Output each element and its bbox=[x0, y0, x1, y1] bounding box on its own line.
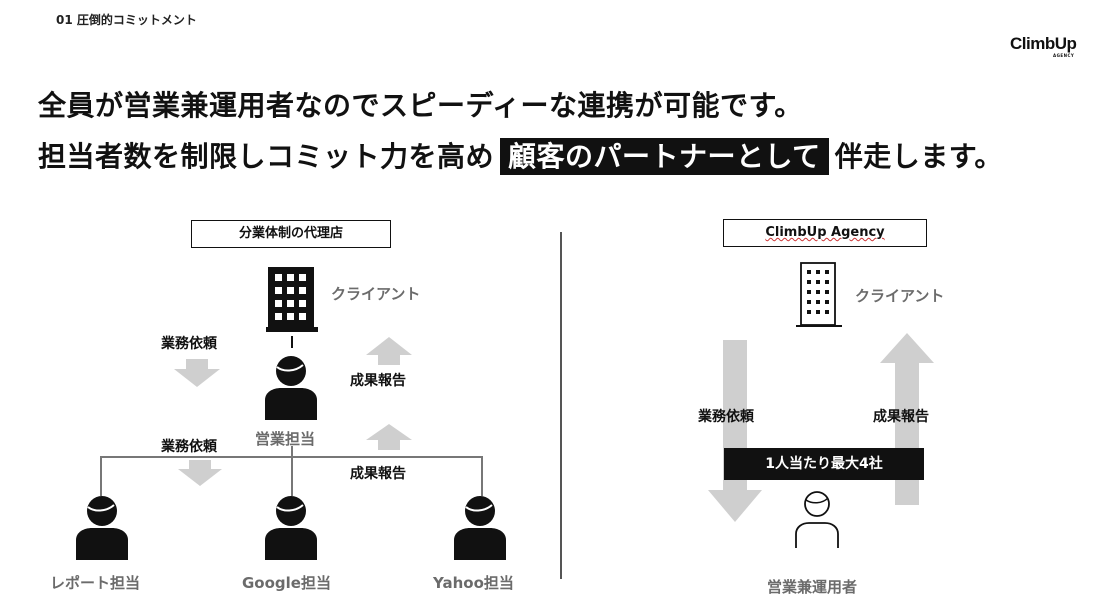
capacity-badge: 1人当たり最大4社 bbox=[724, 448, 924, 480]
headline-line-2-post: 伴走します。 bbox=[834, 140, 1003, 173]
right-request-label: 業務依頼 bbox=[698, 409, 754, 425]
logo-wordmark: ClimbUp bbox=[1010, 34, 1077, 53]
right-diagram-title: ClimbUp Agency bbox=[723, 219, 927, 247]
left-request-label-1: 業務依頼 bbox=[161, 336, 217, 352]
operator-label: 営業兼運用者 bbox=[767, 578, 858, 596]
left-client-label: クライアント bbox=[331, 285, 421, 303]
brand-logo: ClimbUp AGENCY bbox=[1010, 34, 1100, 62]
tree-leaf-line bbox=[100, 456, 102, 496]
arrow-down-icon bbox=[178, 460, 222, 486]
person-icon bbox=[76, 496, 128, 560]
headline-line-2-pre: 担当者数を制限しコミット力を高め bbox=[38, 140, 495, 173]
section-divider bbox=[560, 232, 562, 579]
arrow-down-icon bbox=[708, 340, 762, 522]
left-request-label-2: 業務依頼 bbox=[161, 439, 217, 455]
headline-line-1: 全員が営業兼運用者なのでスピーディーな連携が可能です。 bbox=[38, 89, 803, 122]
right-client-label: クライアント bbox=[855, 287, 945, 305]
section-label: 01 圧倒的コミットメント bbox=[56, 13, 197, 27]
headline-line-2: 担当者数を制限しコミット力を高め顧客のパートナーとして伴走します。 bbox=[38, 135, 1003, 175]
person-outline-icon bbox=[795, 491, 839, 548]
tree-leaf-line bbox=[481, 456, 483, 496]
arrow-up-icon bbox=[366, 424, 412, 450]
left-diagram-title: 分業体制の代理店 bbox=[191, 220, 391, 248]
staff-label-report: レポート担当 bbox=[50, 574, 141, 592]
logo-subtext: AGENCY bbox=[1053, 53, 1075, 58]
right-diagram-title-text: ClimbUp Agency bbox=[765, 225, 885, 240]
sales-label: 営業担当 bbox=[255, 430, 316, 448]
tree-branch-line bbox=[100, 456, 483, 458]
person-icon bbox=[265, 496, 317, 560]
arrow-up-icon bbox=[880, 333, 934, 505]
left-report-label-2: 成果報告 bbox=[350, 466, 406, 482]
connector-line bbox=[291, 336, 293, 348]
building-outline-icon bbox=[796, 262, 842, 327]
headline-highlight: 顧客のパートナーとして bbox=[500, 138, 829, 175]
arrow-up-icon bbox=[366, 337, 412, 365]
staff-label-yahoo: Yahoo担当 bbox=[433, 574, 514, 592]
arrow-down-icon bbox=[174, 359, 220, 387]
staff-label-google: Google担当 bbox=[242, 574, 331, 592]
building-icon bbox=[266, 267, 318, 332]
tree-trunk-line bbox=[291, 446, 293, 496]
left-report-label-1: 成果報告 bbox=[350, 373, 406, 389]
right-report-label: 成果報告 bbox=[873, 409, 929, 425]
person-icon bbox=[454, 496, 506, 560]
person-icon bbox=[265, 356, 317, 420]
